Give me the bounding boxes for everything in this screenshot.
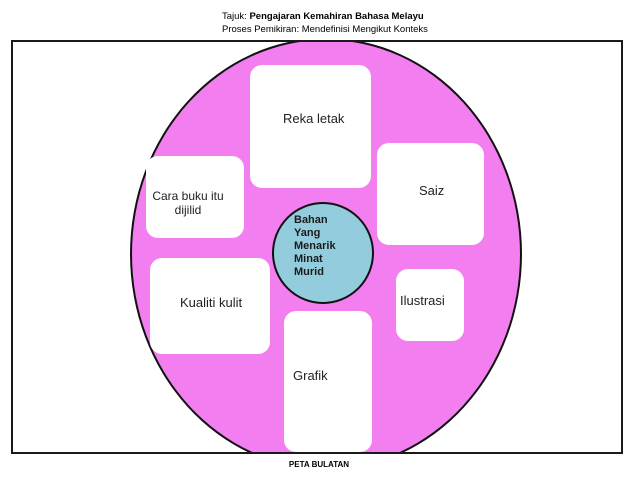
header: Tajuk: Pengajaran Kemahiran Bahasa Melay… — [222, 10, 428, 36]
node-grafik: Grafik — [284, 311, 372, 452]
node-ilustrasi: Ilustrasi — [396, 269, 464, 341]
thinking-process-line: Proses Pemikiran: Mendefinisi Mengikut K… — [222, 24, 428, 35]
center-line-4: Minat — [294, 253, 323, 265]
node-reka-letak: Reka letak — [250, 65, 371, 188]
center-label: Bahan Yang Menarik Minat Murid — [294, 214, 364, 279]
topic-line: Tajuk: Pengajaran Kemahiran Bahasa Melay… — [222, 10, 428, 23]
node-reka-letak-label: Reka letak — [283, 111, 345, 126]
node-saiz: Saiz — [377, 143, 484, 245]
center-line-3: Menarik — [294, 240, 336, 252]
circle-map-frame: Reka letak Saiz Cara buku itu dijilid Ku… — [11, 40, 623, 454]
center-circle: Bahan Yang Menarik Minat Murid — [272, 202, 374, 304]
center-line-2: Yang — [294, 227, 321, 239]
topic-title: Pengajaran Kemahiran Bahasa Melayu — [249, 11, 424, 22]
node-kualiti-kulit-label: Kualiti kulit — [180, 295, 243, 310]
node-cara-buku-label: Cara buku itu dijilid — [152, 189, 224, 217]
center-line-1: Bahan — [294, 214, 328, 226]
node-kualiti-kulit: Kualiti kulit — [150, 258, 270, 354]
node-cara-buku: Cara buku itu dijilid — [146, 156, 244, 238]
node-ilustrasi-label: Ilustrasi — [400, 293, 445, 308]
center-line-5: Murid — [294, 266, 324, 278]
topic-prefix: Tajuk: — [222, 11, 250, 22]
footer-label: PETA BULATAN — [288, 460, 350, 469]
node-saiz-label: Saiz — [419, 183, 445, 198]
node-grafik-label: Grafik — [293, 368, 328, 383]
